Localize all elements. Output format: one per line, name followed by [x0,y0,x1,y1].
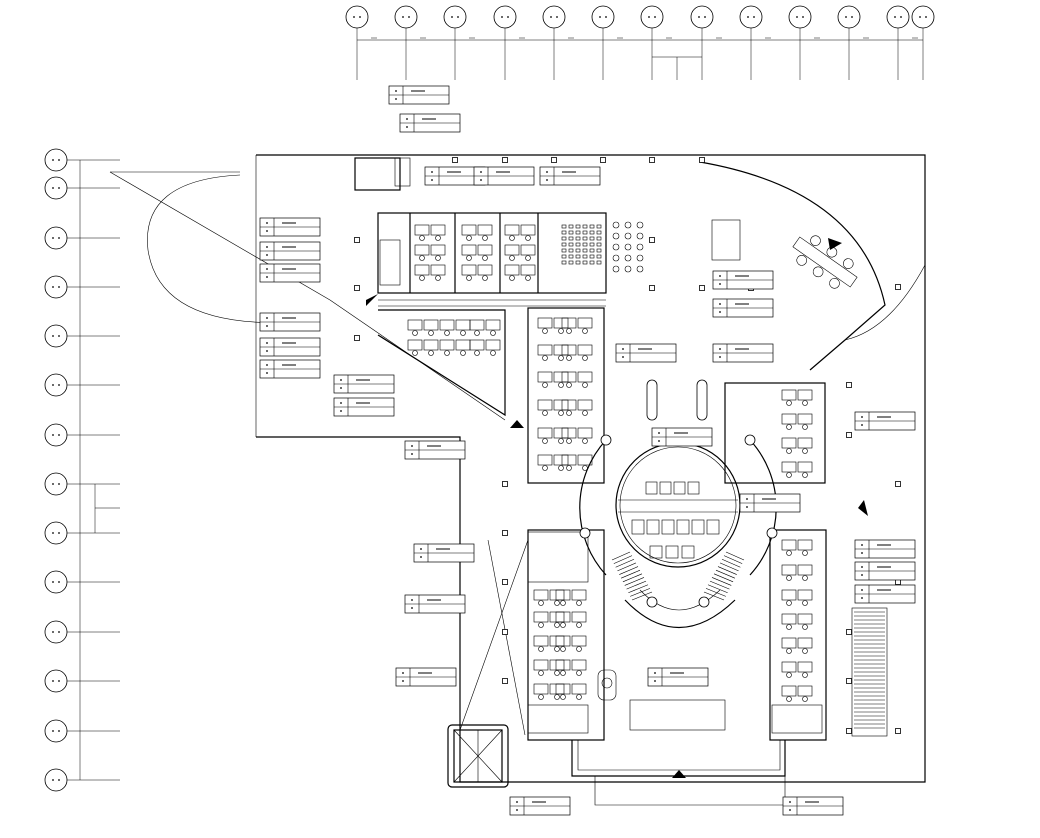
grid-bubble-top [394,5,418,29]
east-workstation-wing [724,382,888,741]
ne-furniture [792,235,858,289]
grid-bubble-left [44,521,68,545]
room-tag [473,166,535,186]
grid-bubble-left [44,768,68,792]
room-tag [854,411,916,431]
grid-bubble-top [591,5,615,29]
room-tags [259,85,916,816]
grid-bubble-top [493,5,517,29]
grid-bubble-left [44,226,68,250]
room-tag [259,312,321,332]
room-tag [712,343,774,363]
room-tag [509,796,571,816]
grid-bubble-top [911,5,935,29]
room-tag [539,166,601,186]
room-tag [395,667,457,687]
grid-bubble-left [44,324,68,348]
room-tag [259,359,321,379]
west-workstation-wing [527,307,605,741]
south-lobby [597,669,726,731]
room-tag [259,217,321,237]
grid-bubble-top [739,5,763,29]
central-atrium [579,379,778,629]
grid-bubble-left [44,620,68,644]
left-grid-axis [44,148,120,792]
room-tag [712,270,774,290]
room-tag [782,796,844,816]
grid-bubble-left [44,373,68,397]
room-tag [404,594,466,614]
grid-bubble-top [640,5,664,29]
room-tag [399,113,461,133]
room-tag [333,374,395,394]
building-outline [109,154,926,806]
room-tag [259,263,321,283]
room-tag [333,397,395,417]
grid-bubble-top [345,5,369,29]
room-tag [854,584,916,604]
grid-bubble-left [44,570,68,594]
grid-bubble-left [44,275,68,299]
room-tag [388,85,450,105]
room-tag [413,543,475,563]
room-tag [854,539,916,559]
north-office-block [354,157,741,307]
grid-bubble-left [44,148,68,172]
room-tag [647,667,709,687]
room-tag [739,493,801,513]
grid-bubble-left [44,423,68,447]
room-tag [651,427,713,447]
workstation-clusters [407,224,813,702]
room-tag [404,440,466,460]
grid-bubble-top [886,5,910,29]
lift-box [447,539,529,788]
grid-bubble-left [44,669,68,693]
grid-bubble-top [690,5,714,29]
grid-bubble-left [44,472,68,496]
grid-bubble-top [837,5,861,29]
grid-bubble-left [44,719,68,743]
grid-bubble-top [788,5,812,29]
room-tag [854,561,916,581]
room-tag [712,298,774,318]
room-tag [615,343,677,363]
grid-bubble-left [44,176,68,200]
grid-bubble-top [542,5,566,29]
room-tag [259,337,321,357]
top-grid-axis [345,5,935,80]
level-markers [366,238,868,778]
room-tag [259,241,321,261]
grid-bubble-top [443,5,467,29]
